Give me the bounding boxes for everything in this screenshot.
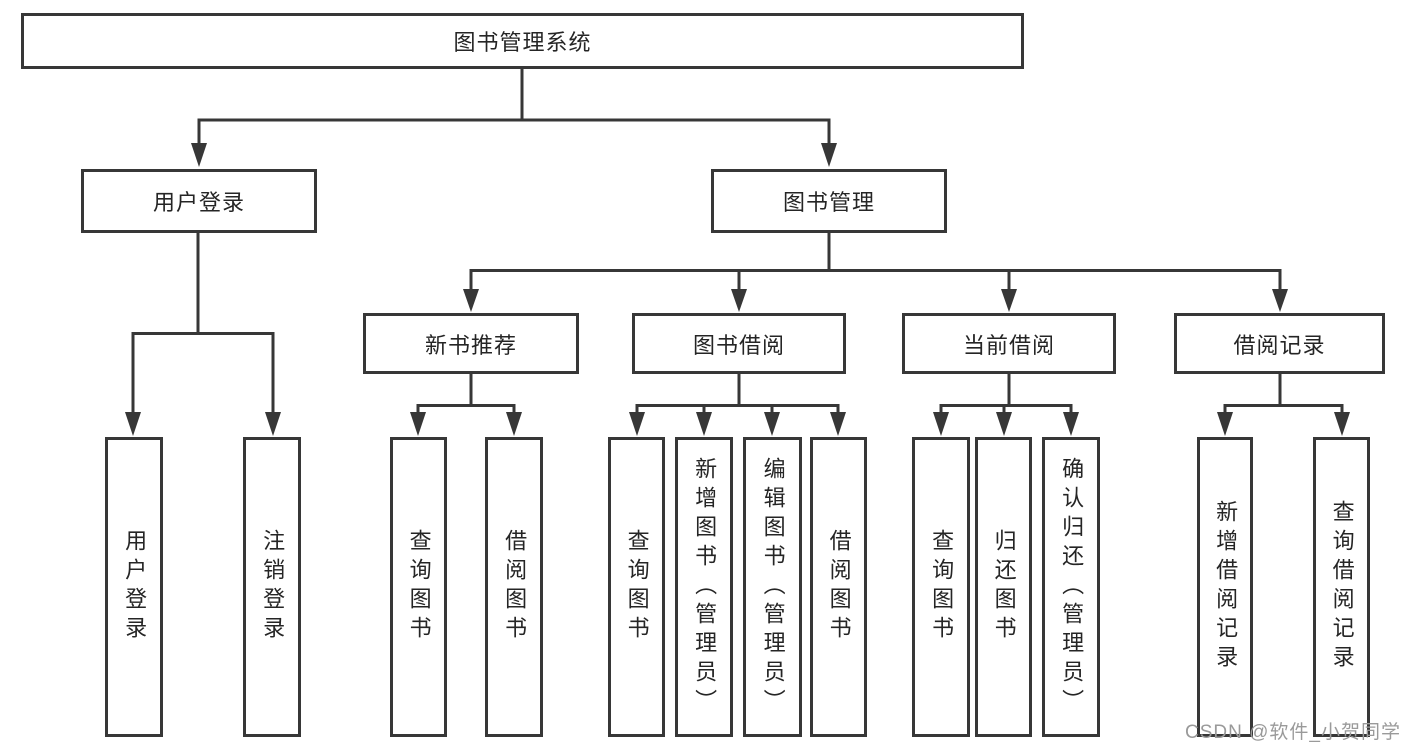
- node-label: 图书借阅: [692, 332, 785, 358]
- leaf-query-books-2: 查询图书: [608, 437, 665, 737]
- leaf-add-books-admin: 新增图书（管理员）: [675, 437, 733, 737]
- node-label: 查询图书: [406, 529, 432, 645]
- node-label: 编辑图书（管理员）: [760, 456, 786, 718]
- leaf-edit-books-admin: 编辑图书（管理员）: [743, 437, 802, 737]
- leaf-borrow-books-2: 借阅图书: [810, 437, 867, 737]
- node-label: 当前借阅: [962, 332, 1055, 358]
- node-label: 查询图书: [624, 529, 650, 645]
- node-label: 图书管理系统: [453, 30, 592, 55]
- node-label: 归还图书: [991, 529, 1017, 645]
- node-label: 借阅记录: [1233, 332, 1326, 358]
- node-borrow-records: 借阅记录: [1174, 313, 1385, 374]
- node-label: 新增借阅记录: [1213, 500, 1239, 674]
- node-label: 注销登录: [260, 529, 286, 645]
- leaf-add-borrow-record: 新增借阅记录: [1197, 437, 1253, 737]
- leaf-query-books-1: 查询图书: [390, 437, 447, 737]
- arrowhead-icons: [125, 143, 1350, 436]
- node-label: 图书管理: [782, 190, 875, 215]
- node-system-root: 图书管理系统: [21, 13, 1024, 69]
- node-book-management: 图书管理: [711, 169, 947, 233]
- node-user-login: 用户登录: [81, 169, 317, 233]
- node-new-book-recommend: 新书推荐: [363, 313, 579, 374]
- leaf-logout: 注销登录: [243, 437, 301, 737]
- leaf-query-books-3: 查询图书: [912, 437, 970, 737]
- node-label: 查询图书: [929, 529, 955, 645]
- node-label: 借阅图书: [826, 529, 852, 645]
- connector-strokes: [131, 66, 1344, 415]
- leaf-borrow-books-1: 借阅图书: [485, 437, 543, 737]
- node-label: 用户登录: [122, 529, 148, 645]
- leaf-return-books: 归还图书: [975, 437, 1032, 737]
- leaf-user-login: 用户登录: [105, 437, 163, 737]
- node-label: 查询借阅记录: [1329, 500, 1355, 674]
- node-label: 新增图书（管理员）: [692, 456, 718, 718]
- leaf-confirm-return-admin: 确认归还（管理员）: [1042, 437, 1100, 737]
- node-label: 新书推荐: [424, 332, 517, 358]
- node-label: 借阅图书: [502, 529, 528, 645]
- csdn-watermark: CSDN @软件_小贺同学: [1185, 722, 1401, 743]
- node-label: 用户登录: [152, 190, 245, 215]
- leaf-query-borrow-record: 查询借阅记录: [1313, 437, 1370, 737]
- node-label: 确认归还（管理员）: [1059, 456, 1085, 718]
- node-current-borrow: 当前借阅: [902, 313, 1116, 374]
- node-book-borrow: 图书借阅: [632, 313, 846, 374]
